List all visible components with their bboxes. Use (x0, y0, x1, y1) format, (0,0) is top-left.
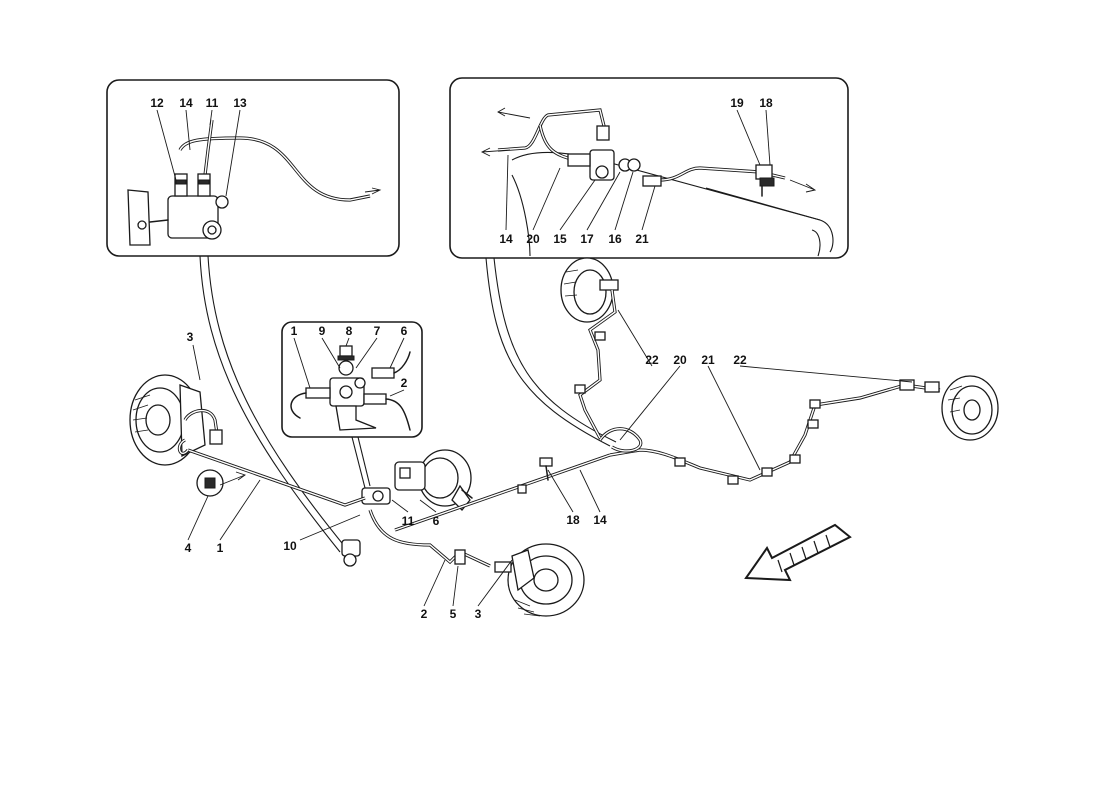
callout-8: 8 (346, 324, 353, 338)
callout-16: 16 (608, 232, 622, 246)
callout-22: 22 (733, 353, 747, 367)
rear-right-brake-disc (494, 543, 585, 617)
callout-18: 18 (759, 96, 773, 110)
callout-14: 14 (179, 96, 193, 110)
callout-7: 7 (374, 324, 381, 338)
inset-left (106, 79, 400, 257)
callout-14: 14 (499, 232, 513, 246)
callout-4: 4 (185, 541, 192, 555)
callout-21: 21 (701, 353, 715, 367)
callout-22: 22 (645, 353, 659, 367)
callout-17: 17 (580, 232, 594, 246)
callout-12: 12 (150, 96, 164, 110)
callout-14: 14 (593, 513, 607, 527)
callout-1: 1 (217, 541, 224, 555)
callout-3: 3 (187, 330, 194, 344)
line-clips (454, 331, 940, 565)
rear-far-right-brake-disc (941, 375, 999, 441)
inset-left-callouts: 12 14 11 13 (150, 96, 247, 110)
callout-2: 2 (421, 607, 428, 621)
inset-center-callouts: 1 9 8 7 6 2 (291, 324, 408, 390)
callout-20: 20 (673, 353, 687, 367)
central-valve-junction (341, 487, 391, 567)
brake-booster-master-cylinder (394, 449, 473, 511)
callout-11: 11 (206, 96, 219, 110)
callout-9: 9 (319, 324, 326, 338)
callout-21: 21 (635, 232, 649, 246)
callout-5: 5 (450, 607, 457, 621)
callout-19: 19 (730, 96, 744, 110)
callout-10: 10 (283, 539, 297, 553)
part-4-nut (196, 469, 246, 497)
inset-connector-lines (199, 255, 617, 553)
callout-20: 20 (526, 232, 540, 246)
inset-right-callouts: 19 18 14 20 15 17 16 21 (499, 96, 773, 246)
callout-6: 6 (401, 324, 408, 338)
front-direction-arrow (744, 523, 852, 582)
callout-15: 15 (553, 232, 567, 246)
main-callouts: 3 4 1 10 11 6 18 14 2 5 3 22 20 21 22 (185, 330, 747, 621)
callout-2: 2 (401, 376, 408, 390)
callout-13: 13 (233, 96, 247, 110)
upper-rear-brake-disc (560, 257, 619, 323)
callout-11: 11 (402, 514, 415, 528)
callout-6: 6 (433, 514, 440, 528)
callout-18: 18 (566, 513, 580, 527)
callout-3: 3 (475, 607, 482, 621)
inset-center (281, 321, 423, 438)
inset-right (449, 77, 849, 259)
front-left-brake-disc (129, 374, 223, 466)
main-leader-lines (187, 309, 913, 607)
callout-1: 1 (291, 324, 298, 338)
